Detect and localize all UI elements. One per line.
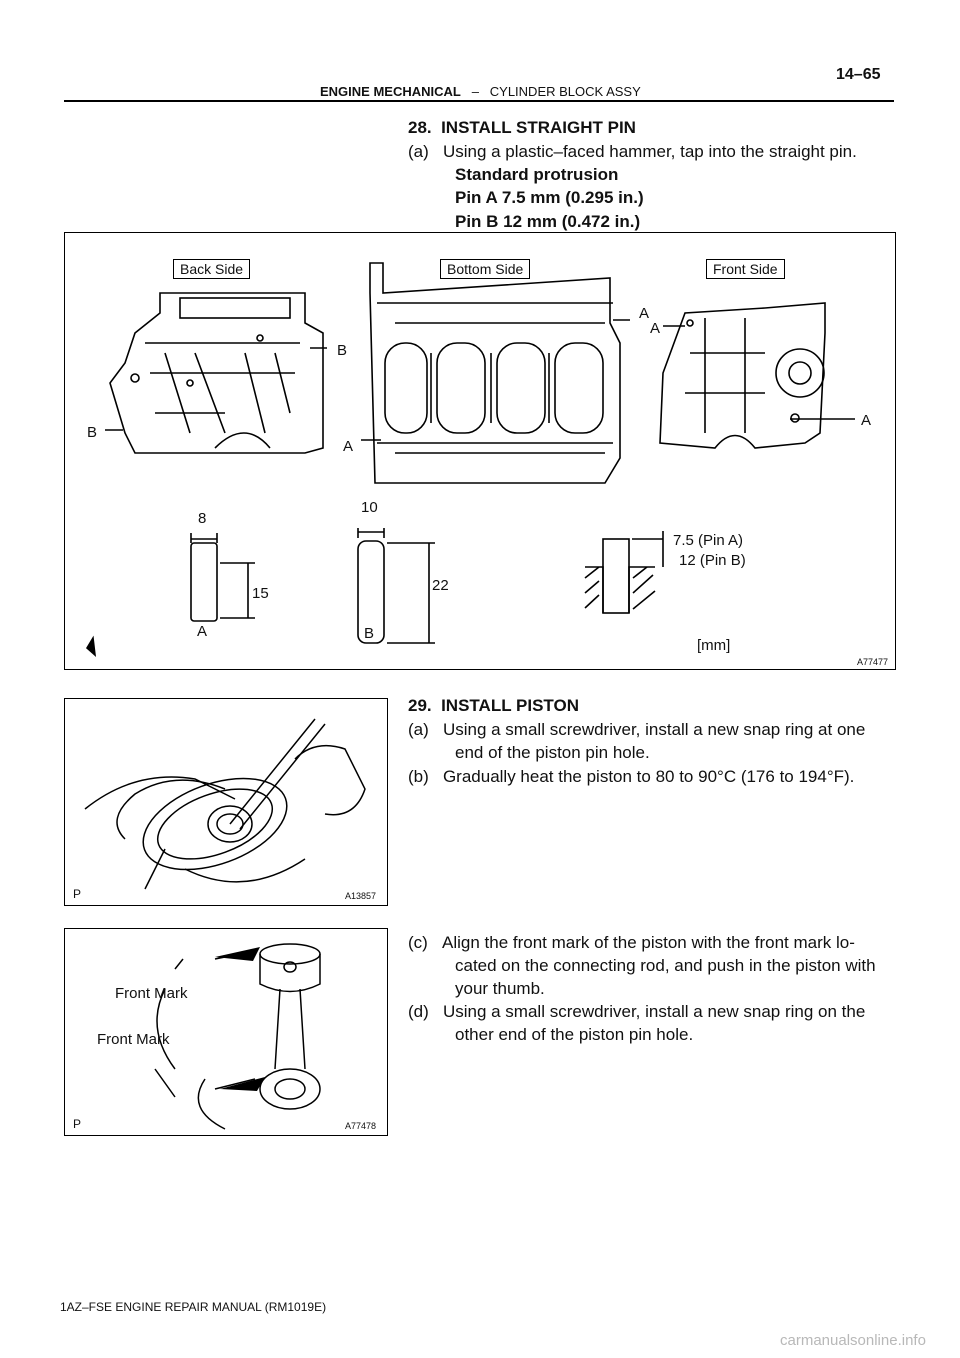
step-29-c-line1: (c) Align the front mark of the piston w… [408,933,855,952]
figure-front-mark: Front Mark Front Mark P A77478 [64,928,388,1136]
header-section: ENGINE MECHANICAL [320,84,461,99]
pin-a-label: A [197,623,208,640]
letter-a-front-top: A [650,320,661,337]
step-29-d-line1: (d) Using a small screwdriver, install a… [408,1002,866,1021]
step-29-a-line1: (a) Using a small screwdriver, install a… [408,720,866,739]
figure-marker-p: P [73,887,82,901]
unit-label: [mm] [697,637,731,654]
label-back-side: Back Side [173,259,251,279]
pin-a-spec: Pin A 7.5 mm (0.295 in.) [455,188,644,207]
front-mark-label-piston: Front Mark [115,985,188,1002]
protrusion-pin-b: 12 (Pin B) [679,552,746,569]
step-29-c-line3: your thumb. [455,979,545,998]
header-subsection: CYLINDER BLOCK ASSY [489,84,641,99]
figure-id: A77477 [857,657,889,667]
header-separator: – [471,84,479,99]
letter-b-left: B [87,424,98,441]
protrusion-pin-a: 7.5 (Pin A) [673,532,744,549]
letter-b-right: B [337,342,348,359]
step-29-title: 29. INSTALL PISTON [408,696,579,715]
label-bottom-side: Bottom Side [440,259,531,279]
letter-a-front-right: A [861,412,872,429]
step-29-b: (b) Gradually heat the piston to 80 to 9… [408,767,855,786]
watermark: carmanualsonline.info [780,1332,926,1349]
front-mark-label-rod: Front Mark [97,1031,170,1048]
pin-b-width: 10 [361,499,378,516]
pin-b-spec: Pin B 12 mm (0.472 in.) [455,212,641,231]
pin-b-label: B [364,625,375,642]
step-29-c-line2: cated on the connecting rod, and push in… [455,956,876,975]
figure-front-mark-drawing [154,943,321,1130]
pin-a-height: 15 [252,585,269,602]
page-number: 14–65 [836,66,881,83]
standard-protrusion: Standard protrusion [455,165,619,184]
figure-snap-ring: P A13857 [64,698,388,906]
header-rule [64,100,894,102]
running-header: ENGINE MECHANICAL – CYLINDER BLOCK ASSY [320,84,641,99]
letter-a-bottom: A [343,438,354,455]
step-29-d-line2: other end of the piston pin hole. [455,1025,694,1044]
figure-id: A13857 [345,891,377,901]
figure-snap-ring-drawing [84,718,366,890]
step-29-a-line2: end of the piston pin hole. [455,743,650,762]
pin-b-height: 22 [432,577,449,594]
figure-id: A77478 [345,1121,377,1131]
letter-a-upper: A [639,305,650,322]
figure-marker-p: P [73,1117,82,1131]
step-28-title: 28. INSTALL STRAIGHT PIN [408,118,636,137]
manual-footer: 1AZ–FSE ENGINE REPAIR MANUAL (RM1019E) [60,1300,327,1314]
figure-straight-pin: Back Side Bottom Side Front Side B B A A… [64,232,896,670]
step-28-a: (a) Using a plastic–faced hammer, tap in… [408,142,857,161]
figure-straight-pin-drawing [85,262,855,657]
label-front-side: Front Side [706,259,785,279]
pin-a-width: 8 [198,510,207,527]
